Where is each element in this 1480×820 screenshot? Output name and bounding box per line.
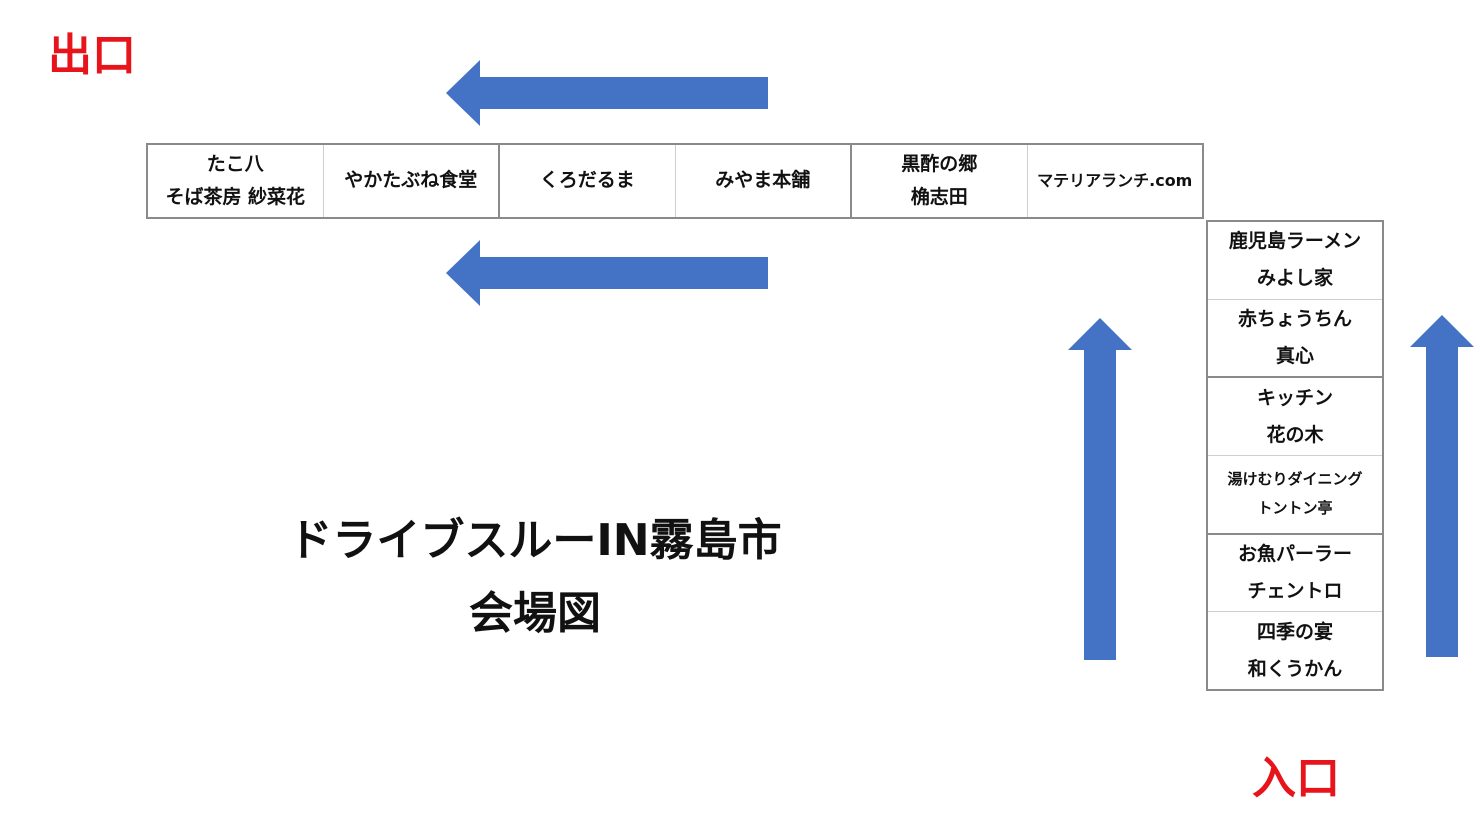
booth-name: 四季の宴	[1256, 620, 1333, 643]
flow-arrow-up-left	[1068, 318, 1132, 660]
booth-centro: お魚パーラー チェントロ	[1208, 532, 1382, 612]
booth-name: 花の木	[1266, 423, 1324, 446]
flow-arrow-left-bottom	[446, 240, 768, 306]
booth-name: 湯けむりダイニング	[1227, 470, 1363, 489]
booth-name: 桷志田	[910, 186, 968, 208]
booth-name: 黒酢の郷	[901, 152, 978, 175]
title-line-2: 会場図	[469, 587, 601, 639]
flow-arrow-left-top	[446, 60, 768, 126]
booth-name: 真心	[1275, 345, 1314, 367]
booth-name: 和くうかん	[1247, 657, 1343, 680]
booth-name: チェントロ	[1247, 580, 1343, 603]
booth-akachochin: 赤ちょうちん 真心	[1208, 298, 1382, 377]
booth-name: マテリアランチ.com	[1037, 171, 1193, 190]
flow-arrow-up-right	[1410, 315, 1474, 657]
booth-name: 鹿児島ラーメン	[1228, 230, 1362, 253]
booth-name: キッチン	[1256, 386, 1333, 409]
booth-name: そば茶房 紗菜花	[165, 186, 306, 208]
entrance-label: 入口	[1252, 753, 1340, 804]
booth-wakukan: 四季の宴 和くうかん	[1208, 611, 1382, 689]
booth-name: お魚パーラー	[1237, 542, 1352, 565]
booth-name: やかたぶね食堂	[344, 169, 478, 192]
booth-name: みやま本舗	[715, 169, 811, 192]
booth-materia-lunch: マテリアランチ.com	[1026, 145, 1203, 217]
booth-kurozu-no-sato: 黒酢の郷 桷志田	[850, 145, 1027, 217]
booth-name: トントン亭	[1257, 499, 1333, 518]
booth-kitchen-hananoki: キッチン 花の木	[1208, 376, 1382, 455]
booth-kurodaruma: くろだるま	[498, 145, 675, 217]
booth-tonton-tei: 湯けむりダイニング トントン亭	[1208, 455, 1382, 533]
booth-yakatabune: やかたぶね食堂	[322, 145, 499, 217]
booth-name: 赤ちょうちん	[1237, 307, 1352, 330]
exit-label: 出口	[48, 30, 136, 81]
booth-miyoshiya: 鹿児島ラーメン みよし家	[1208, 222, 1382, 299]
booth-name: たこ八	[206, 152, 264, 175]
booth-miyama-honpo: みやま本舗	[674, 145, 851, 217]
right-booth-column: 鹿児島ラーメン みよし家 赤ちょうちん 真心 キッチン 花の木 湯けむりダイニン…	[1206, 220, 1384, 691]
venue-map-title: ドライブスルーIN霧島市 会場図	[270, 505, 800, 650]
booth-name: みよし家	[1256, 267, 1333, 290]
booth-takohachi: たこ八 そば茶房 紗菜花	[148, 145, 323, 217]
title-line-1: ドライブスルーIN霧島市	[288, 515, 782, 566]
top-booth-row: たこ八 そば茶房 紗菜花 やかたぶね食堂 くろだるま みやま本舗 黒酢の郷 桷志…	[146, 143, 1204, 219]
booth-name: くろだるま	[539, 169, 635, 192]
